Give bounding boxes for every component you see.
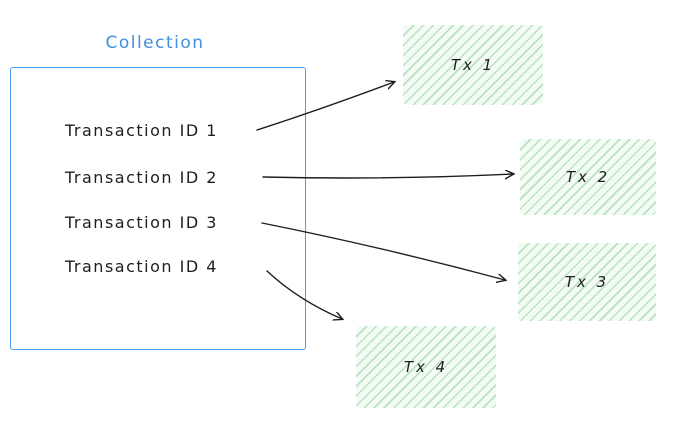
tx-1-box: Tx 1 [403,25,543,105]
collection-box [10,67,306,350]
tx-4-label: Tx 4 [403,358,449,376]
tx-3-box: Tx 3 [518,243,656,321]
transaction-id-3-label: Transaction ID 3 [65,213,218,232]
tx-2-label: Tx 2 [565,168,611,186]
tx-2-box: Tx 2 [520,139,656,215]
transaction-id-4-label: Transaction ID 4 [65,257,218,276]
tx-3-label: Tx 3 [564,273,610,291]
tx-1-label: Tx 1 [450,56,496,74]
collection-title: Collection [105,33,205,53]
transaction-id-1-label: Transaction ID 1 [65,121,218,140]
tx-4-box: Tx 4 [356,326,496,408]
transaction-id-2-label: Transaction ID 2 [65,168,218,187]
